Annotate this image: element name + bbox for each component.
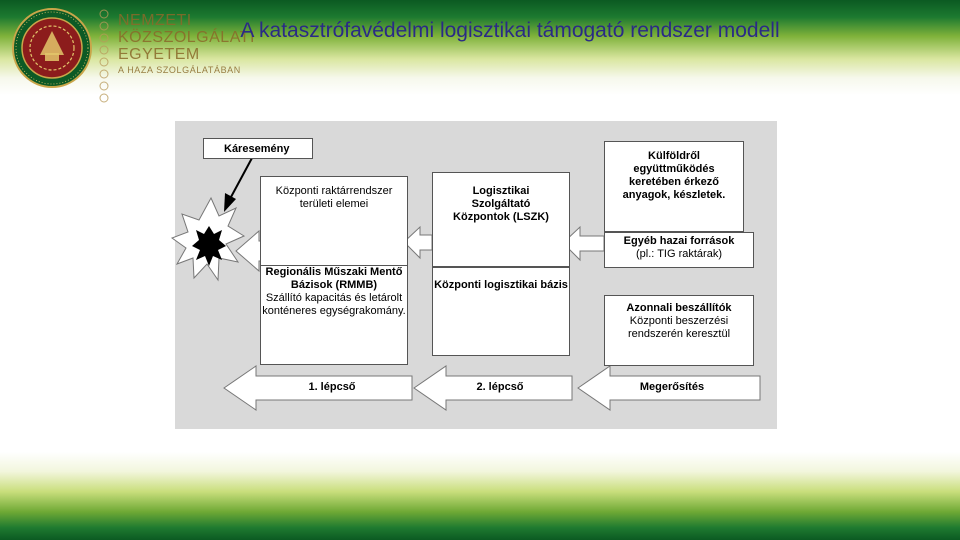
central-warehouse-label: Központi raktárrendszer területi elemei: [276, 185, 393, 210]
suppliers-box: Azonnali beszállítók Központi beszerzési…: [604, 295, 754, 366]
suppliers-title: Azonnali beszállítók: [613, 302, 745, 315]
central-warehouse-box: Központi raktárrendszer területi elemei: [260, 176, 408, 267]
foreign-sources-label: Külföldről együttműködés keretében érkez…: [623, 150, 726, 201]
rmmb-detail: Szállító kapacitás és letárolt konténere…: [261, 292, 407, 318]
foreign-sources-box: Külföldről együttműködés keretében érkez…: [604, 141, 744, 232]
arrow-top-2: [404, 227, 432, 258]
lszk-box: Logisztikai Szolgáltató Központok (LSZK): [432, 172, 570, 267]
rmmb-title: Regionális Műszaki Mentő Bázisok (RMMB): [261, 266, 407, 292]
rmmb-box: Regionális Műszaki Mentő Bázisok (RMMB) …: [260, 265, 408, 365]
central-base-label: Központi logisztikai bázis: [434, 279, 568, 291]
step-2-label: 2. lépcső: [440, 381, 560, 394]
central-base-box: Központi logisztikai bázis: [432, 267, 570, 356]
step-1-label: 1. lépcső: [262, 381, 402, 394]
domestic-sources-detail: (pl.: TIG raktárak): [605, 248, 753, 261]
domestic-sources-title: Egyéb hazai források: [605, 235, 753, 248]
lszk-label: Logisztikai Szolgáltató Központok (LSZK): [453, 185, 549, 223]
event-box: Káresemény: [203, 138, 313, 159]
reinforcement-label: Megerősítés: [612, 381, 732, 394]
suppliers-detail: Központi beszerzési rendszerén keresztül: [613, 315, 745, 341]
domestic-sources-box: Egyéb hazai források (pl.: TIG raktárak): [604, 232, 754, 268]
event-label: Káresemény: [224, 143, 289, 155]
